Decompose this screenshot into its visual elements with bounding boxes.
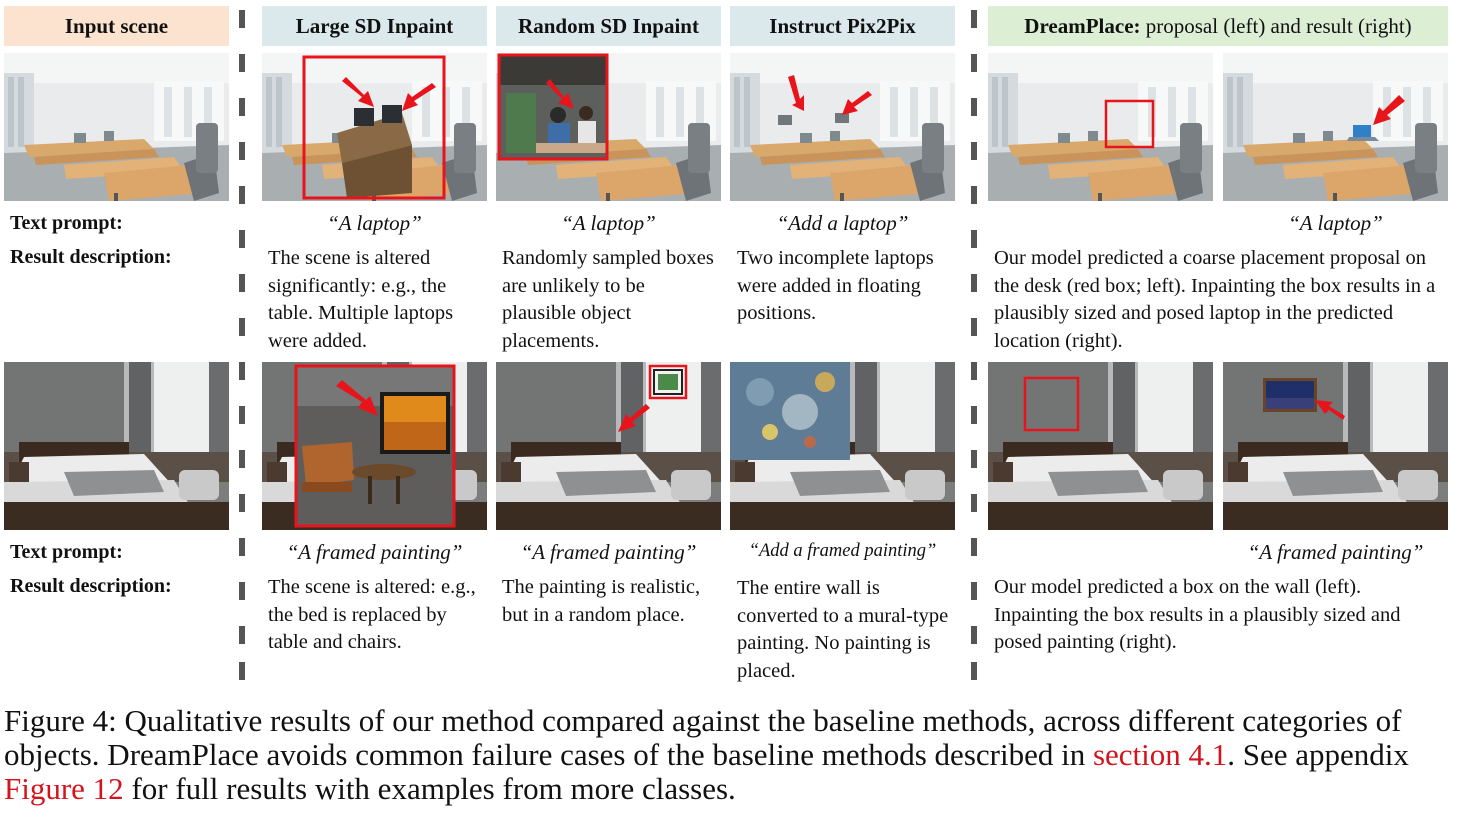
header-dreamplace: DreamPlace: proposal (left) and result (… bbox=[988, 6, 1448, 46]
row1-dream-proposal-image bbox=[988, 53, 1213, 201]
row1-random-description: Randomly sampled boxes are unlikely to b… bbox=[502, 247, 714, 352]
header-instruct-pix2pix-label: Instruct Pix2Pix bbox=[769, 13, 916, 38]
figure-caption: Figure 4: Qualitative results of our met… bbox=[4, 704, 1456, 806]
row1-instruct-description: Two incomplete laptops were added in flo… bbox=[737, 247, 934, 324]
row1-instruct-image bbox=[730, 53, 955, 201]
header-input-scene: Input scene bbox=[4, 6, 229, 46]
row2-large-prompt: “A framed painting” bbox=[286, 540, 463, 564]
row1-result-description-label: Result description: bbox=[10, 246, 172, 268]
caption-text-3: for full results with examples from more… bbox=[123, 771, 736, 806]
row2-instruct-image bbox=[730, 362, 955, 530]
row1-large-prompt: “A laptop” bbox=[327, 211, 422, 235]
caption-text-2: . See appendix bbox=[1227, 737, 1409, 772]
row1-random-prompt: “A laptop” bbox=[561, 211, 656, 235]
header-random-sd-inpaint-label: Random SD Inpaint bbox=[518, 13, 699, 38]
row2-instruct-description: The entire wall is converted to a mural-… bbox=[737, 577, 949, 682]
row2-random-sd-image bbox=[496, 362, 721, 530]
row2-dream-result-image bbox=[1223, 362, 1448, 530]
row1-large-sd-image bbox=[262, 53, 487, 201]
row2-random-prompt: “A framed painting” bbox=[520, 540, 697, 564]
row1-dream-result-image bbox=[1223, 53, 1448, 201]
separator-left bbox=[239, 10, 245, 680]
row2-large-sd-image bbox=[262, 362, 487, 530]
row1-instruct-prompt: “Add a laptop” bbox=[776, 211, 909, 235]
row2-random-description: The painting is realistic, but in a rand… bbox=[502, 576, 701, 626]
caption-figure-link[interactable]: Figure 12 bbox=[4, 771, 124, 806]
header-random-sd-inpaint: Random SD Inpaint bbox=[496, 6, 721, 46]
row2-instruct-prompt: “Add a framed painting” bbox=[748, 541, 937, 561]
row2-input-image bbox=[4, 362, 229, 530]
row2-dream-proposal-image bbox=[988, 362, 1213, 530]
header-input-scene-label: Input scene bbox=[64, 13, 169, 38]
row2-dream-prompt: “A framed painting” bbox=[1247, 540, 1424, 564]
row2-result-description-label: Result description: bbox=[10, 575, 172, 597]
header-large-sd-inpaint: Large SD Inpaint bbox=[262, 6, 487, 46]
caption-text-1: Figure 4: Qualitative results of our met… bbox=[4, 703, 1402, 772]
header-dreamplace-bold: DreamPlace: bbox=[1024, 13, 1141, 38]
row1-dream-description: Our model predicted a coarse placement p… bbox=[994, 247, 1436, 352]
header-large-sd-inpaint-label: Large SD Inpaint bbox=[295, 13, 454, 38]
header-instruct-pix2pix: Instruct Pix2Pix bbox=[730, 6, 955, 46]
row1-large-description: The scene is altered significantly: e.g.… bbox=[268, 247, 454, 352]
row2-large-description: The scene is altered: e.g., the bed is r… bbox=[268, 576, 476, 653]
row1-text-prompt-label: Text prompt: bbox=[10, 212, 123, 234]
row2-text-prompt-label: Text prompt: bbox=[10, 541, 123, 563]
row1-input-image bbox=[4, 53, 229, 201]
caption-section-link[interactable]: section 4.1 bbox=[1092, 737, 1228, 772]
separator-right bbox=[971, 10, 977, 680]
row2-dream-description: Our model predicted a box on the wall (l… bbox=[994, 576, 1401, 653]
header-dreamplace-rest: proposal (left) and result (right) bbox=[1140, 13, 1412, 38]
row1-dream-prompt: “A laptop” bbox=[1288, 211, 1383, 235]
row1-random-sd-image bbox=[496, 53, 721, 201]
